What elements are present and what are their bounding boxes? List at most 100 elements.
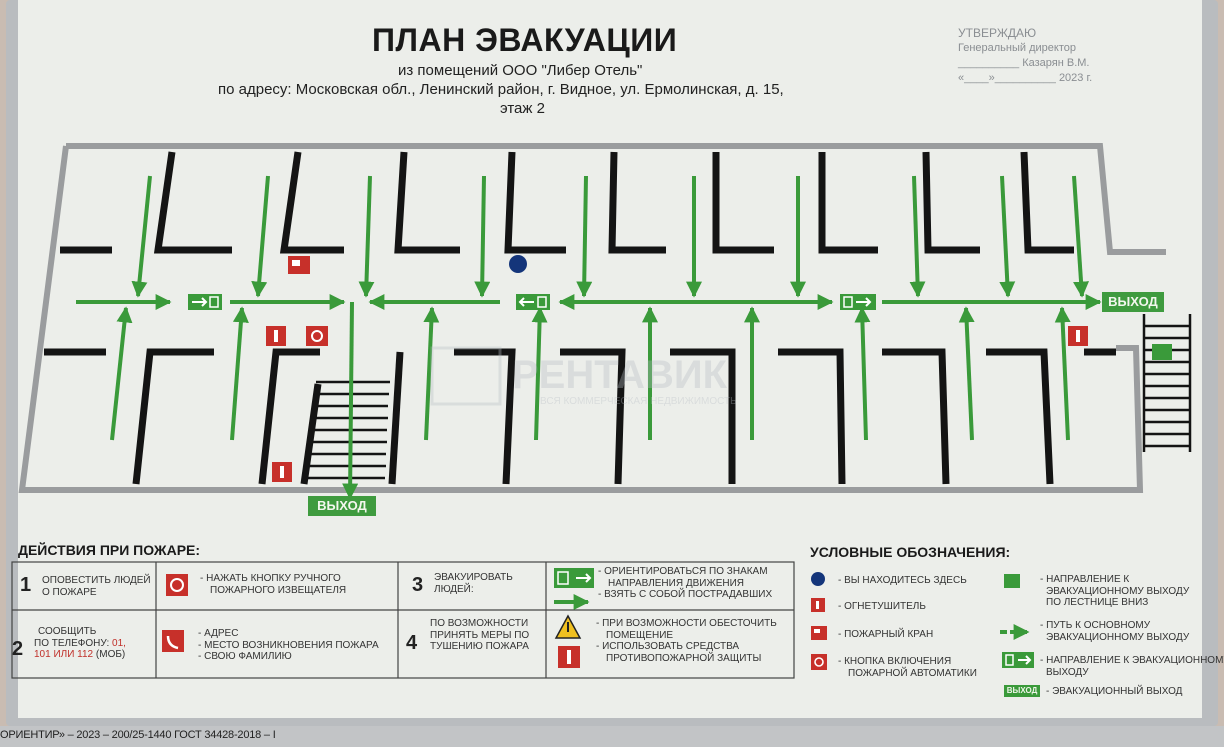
legend-hydrant-text: - ПОЖАРНЫЙ КРАН [838, 629, 934, 640]
legend-exit-dir-line-1: - НАПРАВЛЕНИЕ К ЭВАКУАЦИОННОМУ [1040, 655, 1224, 666]
step-4-line-2: ПРИНЯТЬ МЕРЫ ПО [430, 629, 530, 641]
legend-auto-button-line-1: - КНОПКА ВКЛЮЧЕНИЯ [838, 656, 952, 667]
lower-wall-8 [882, 348, 950, 485]
lower-wall-7 [778, 348, 846, 485]
step-1-alt-line-2: ПОЖАРНОГО ИЗВЕЩАТЕЛЯ [210, 584, 347, 596]
step-3-text: ЭВАКУИРОВАТЬ ЛЮДЕЙ: [434, 572, 513, 595]
path-l9 [1054, 306, 1071, 441]
legend-stairs-dir-line-2: ЭВАКУАЦИОННОМУ ВЫХОДУ [1046, 585, 1190, 597]
path-u8 [909, 175, 926, 298]
legend-exit-dir-line-2: ВЫХОДУ [1046, 666, 1089, 678]
legend-heading: УСЛОВНЫЕ ОБОЗНАЧЕНИЯ: [810, 544, 1011, 560]
lower-wall-1 [132, 348, 214, 485]
step-2-line-1: СООБЩИТЬ [38, 626, 97, 637]
sign-board [18, 0, 1202, 718]
fire-extinguisher-mark-3 [1076, 330, 1080, 342]
exit-sign-1 [188, 294, 222, 310]
step-2-alt-line-2: - МЕСТО ВОЗНИКНОВЕНИЯ ПОЖАРА [198, 639, 379, 651]
legend-stairs-dir-line-3: ПО ЛЕСТНИЦЕ ВНИЗ [1046, 597, 1149, 608]
upper-room-walls [60, 151, 1074, 254]
fire-extinguisher-mark-2 [280, 466, 284, 478]
path-to-bottom-exit [342, 301, 359, 500]
subtitle-line-2: по адресу: Московская обл., Ленинский ра… [218, 81, 784, 98]
lower-wall-2 [258, 348, 320, 485]
upper-wall-6 [712, 152, 774, 254]
legend-main-path-line-2: ЭВАКУАЦИОННОМУ ВЫХОДУ [1046, 631, 1190, 643]
phone-icon [162, 630, 184, 652]
step-3-number: 3 [412, 574, 424, 596]
path-u4 [474, 175, 491, 298]
path-u2 [251, 175, 270, 298]
legend-exit-dir-text: - НАПРАВЛЕНИЕ К ЭВАКУАЦИОННОМУ ВЫХОДУ [1040, 655, 1224, 678]
path-l2 [230, 306, 249, 441]
path-l8 [958, 306, 975, 441]
watermark: РЕНТАВИК ВСЯ КОММЕРЧЕСКАЯ НЕДВИЖИМОСТЬ [430, 346, 737, 407]
step-4-alt-line-1: - ПРИ ВОЗМОЖНОСТИ ОБЕСТОЧИТЬ [596, 618, 777, 629]
step-3-alt-text: - ОРИЕНТИРОВАТЬСЯ ПО ЗНАКАМ НАПРАВЛЕНИЯ … [598, 566, 772, 601]
step-3-line-2: ЛЮДЕЙ: [434, 583, 474, 595]
path-l3 [423, 306, 440, 441]
upper-wall-4 [504, 151, 566, 254]
fire-extinguisher-mark-1 [274, 330, 278, 342]
legend-extinguisher-text: - ОГНЕТУШИТЕЛЬ [838, 601, 926, 612]
outer-wall-left-bottom [18, 145, 1144, 493]
step-4-line-1: ПО ВОЗМОЖНОСТИ [430, 618, 529, 629]
step-2-text: СООБЩИТЬ ПО ТЕЛЕФОНУ: 01, 101 ИЛИ 112 (М… [34, 626, 126, 661]
upper-wall-1 [153, 151, 232, 254]
lower-wall-5 [560, 348, 626, 485]
step-4-number: 4 [406, 632, 418, 654]
step-3-alt-line-1: - ОРИЕНТИРОВАТЬСЯ ПО ЗНАКАМ [598, 566, 768, 577]
legend-auto-button-icon [811, 654, 827, 670]
footer-text: ОРИЕНТИР» – 2023 – 200/25-1440 ГОСТ 3442… [0, 729, 276, 741]
lower-wall-6 [670, 348, 736, 484]
upper-wall-3 [394, 151, 460, 254]
upper-wall-9 [1020, 151, 1074, 254]
watermark-brand: РЕНТАВИК [512, 353, 728, 397]
step-1-text: ОПОВЕСТИТЬ ЛЮДЕЙ О ПОЖАРЕ [42, 575, 151, 598]
step-4-alt-text: - ПРИ ВОЗМОЖНОСТИ ОБЕСТОЧИТЬ ПОМЕЩЕНИЕ -… [596, 618, 777, 664]
step-4-line-3: ТУШЕНИЮ ПОЖАРА [430, 641, 529, 652]
legend-main-path-line-1: - ПУТЬ К ОСНОВНОМУ [1040, 620, 1151, 631]
step-2-alt-text: - АДРЕС - МЕСТО ВОЗНИКНОВЕНИЯ ПОЖАРА - С… [198, 628, 379, 663]
step-4-alt-line-4: ПРОТИВОПОЖАРНОЙ ЗАЩИТЫ [606, 652, 762, 664]
outer-walls [18, 143, 1166, 493]
path-u1 [131, 175, 152, 298]
fire-alarm-button-mark [311, 330, 323, 342]
step-2-alt-line-1: - АДРЕС [198, 628, 239, 639]
legend-exit-direction-arrow [1018, 655, 1032, 665]
path-l7 [854, 306, 871, 441]
actions-heading: ДЕЙСТВИЯ ПРИ ПОЖАРЕ: [18, 542, 201, 558]
step-2-alt-line-3: - СВОЮ ФАМИЛИЮ [198, 651, 292, 662]
legend-auto-button-text: - КНОПКА ВКЛЮЧЕНИЯ ПОЖАРНОЙ АВТОМАТИКИ [838, 656, 977, 679]
legend-you-are-here-text: - ВЫ НАХОДИТЕСЬ ЗДЕСЬ [838, 575, 967, 586]
you-are-here-marker [509, 255, 527, 273]
step-2-line-2-b: 01, [112, 637, 126, 649]
watermark-logo-icon [430, 346, 502, 406]
path-l4 [531, 306, 548, 441]
path-u5 [576, 175, 593, 298]
step-1-line-1: ОПОВЕСТИТЬ ЛЮДЕЙ [42, 575, 151, 586]
legend-extinguisher-mark [816, 601, 819, 609]
legend-stairs-down-icon [1004, 574, 1020, 588]
step-4-alt-line-2: ПОМЕЩЕНИЕ [606, 629, 674, 641]
fire-hydrant-mark [292, 260, 300, 266]
path-l1 [110, 306, 133, 441]
approval-line-3: __________ Казарян В.М. [958, 57, 1090, 69]
exit-direction-sign-icon [554, 568, 594, 588]
evacuation-paths [76, 175, 1102, 500]
exit-direction-sign-arrow [576, 573, 592, 583]
plan-title: ПЛАН ЭВАКУАЦИИ [372, 22, 678, 58]
lower-room-walls [44, 348, 1116, 485]
lower-wall-4 [454, 348, 516, 485]
actions-table-border [11, 561, 795, 679]
legend-auto-button-mark [814, 657, 824, 667]
step-1-alt-text: - НАЖАТЬ КНОПКУ РУЧНОГО ПОЖАРНОГО ИЗВЕЩА… [200, 573, 346, 596]
legend-stairs-dir-line-1: - НАПРАВЛЕНИЕ К [1040, 574, 1130, 585]
watermark-tagline: ВСЯ КОММЕРЧЕСКАЯ НЕДВИЖИМОСТЬ [540, 396, 737, 407]
exit-label-right: ВЫХОД [1102, 292, 1164, 312]
exit-direction-sign-door [557, 571, 569, 585]
exit-sign-3 [840, 294, 876, 310]
legend-exit-text: - ЭВАКУАЦИОННЫЙ ВЫХОД [1046, 686, 1183, 697]
